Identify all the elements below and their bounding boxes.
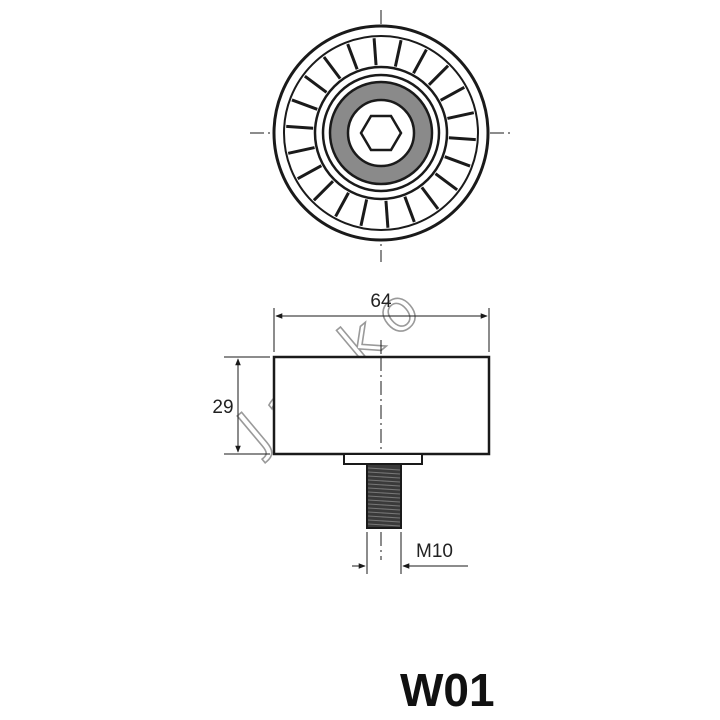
thread-line xyxy=(367,499,401,503)
thread-line xyxy=(367,479,401,483)
bolt-threads xyxy=(367,467,401,527)
pulley-rib xyxy=(296,164,323,180)
pulley-rib xyxy=(312,180,335,202)
thread-line xyxy=(367,519,401,523)
pulley-rib xyxy=(291,98,318,111)
thread-dimension-label: M10 xyxy=(416,541,453,562)
pulley-rib xyxy=(384,200,390,228)
thread-line xyxy=(367,507,401,511)
thread-line xyxy=(367,467,401,471)
thread-line xyxy=(367,503,401,507)
hex-bolt-head xyxy=(359,114,403,152)
height-dimension-label: 29 xyxy=(212,397,233,418)
pulley-rib xyxy=(346,43,359,70)
pulley-rib xyxy=(287,146,315,155)
width-dimension-label: 64 xyxy=(370,291,392,312)
pulley-rib xyxy=(448,136,476,142)
side-view xyxy=(272,340,491,560)
pulley-rib xyxy=(412,48,428,74)
pulley-ribs xyxy=(286,38,476,228)
dimension-width: 64 xyxy=(273,291,490,352)
pulley-rib xyxy=(286,124,314,130)
pulley-rib xyxy=(427,64,450,86)
pulley-rib xyxy=(359,199,369,227)
part-code: W01 xyxy=(400,664,495,716)
pulley-rib xyxy=(322,56,342,80)
thread-line xyxy=(367,471,401,475)
dimension-height: 29 xyxy=(212,356,270,455)
pulley-rib xyxy=(372,38,378,66)
pulley-inner-rim xyxy=(283,35,479,231)
pulley-rib xyxy=(303,74,328,94)
thread-line xyxy=(367,491,401,495)
thread-line xyxy=(367,515,401,519)
dimension-thread: M10 xyxy=(352,532,468,574)
pulley-rib xyxy=(447,111,475,120)
thread-line xyxy=(367,511,401,515)
pulley-rib xyxy=(420,186,440,210)
bolt-washer xyxy=(343,453,423,465)
thread-line xyxy=(367,475,401,479)
pulley-rib xyxy=(403,196,416,223)
pulley-rib xyxy=(393,39,403,67)
pulley-rib xyxy=(434,172,459,192)
pulley-rib xyxy=(439,86,466,102)
pulley-rib xyxy=(444,155,471,168)
thread-line xyxy=(367,523,401,527)
front-view xyxy=(250,10,512,262)
thread-line xyxy=(367,495,401,499)
thread-line xyxy=(367,487,401,491)
thread-line xyxy=(367,483,401,487)
pulley-rib xyxy=(334,192,350,218)
